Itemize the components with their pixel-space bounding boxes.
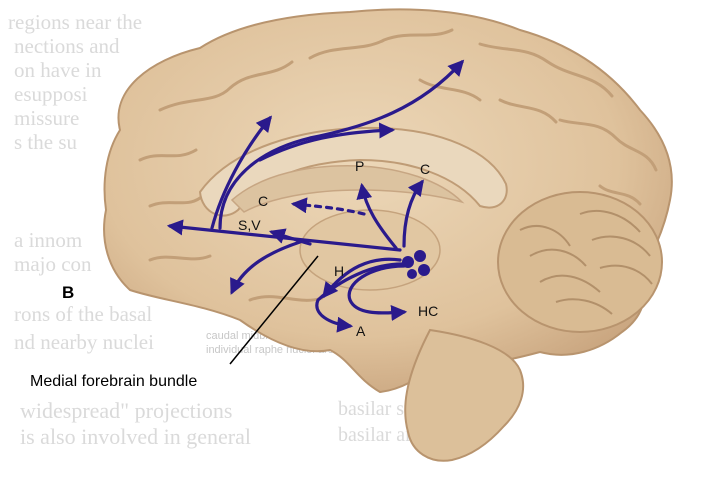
label-h: H xyxy=(334,263,344,279)
label-hc: HC xyxy=(418,303,438,319)
label-c-upper: C xyxy=(420,161,430,177)
label-sv: S,V xyxy=(238,217,261,233)
label-a: A xyxy=(356,323,366,339)
panel-label: B xyxy=(62,283,74,302)
figure-caption: Medial forebrain bundle xyxy=(30,373,197,390)
thalamus-region xyxy=(300,210,440,290)
label-p: P xyxy=(355,158,364,174)
cerebellum xyxy=(498,192,662,332)
label-c-left: C xyxy=(258,193,268,209)
